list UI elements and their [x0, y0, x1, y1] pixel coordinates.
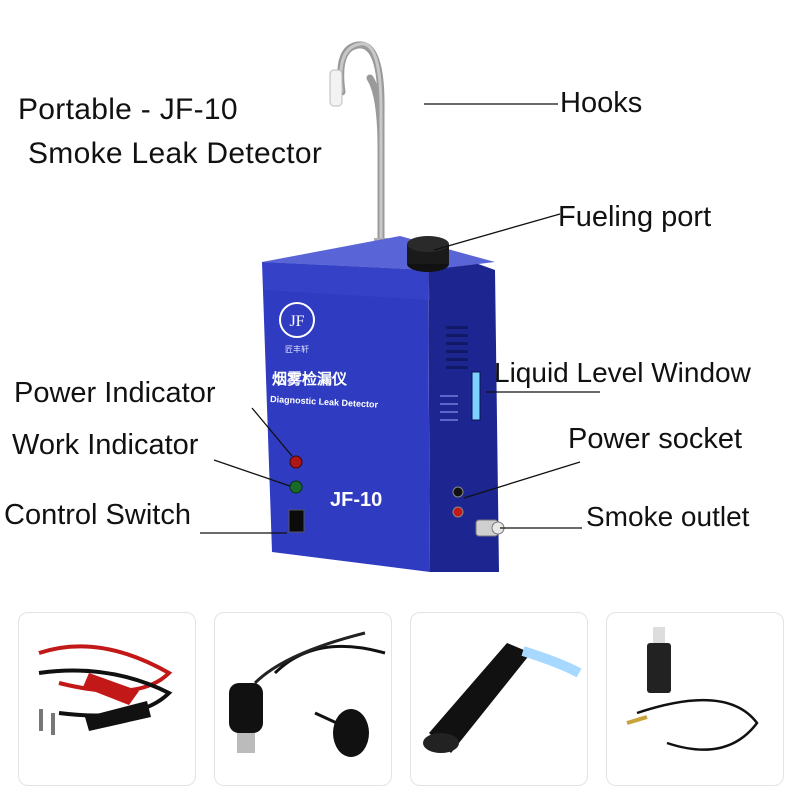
callout-control-switch: Control Switch — [4, 499, 191, 531]
accessory-hose-bulb — [214, 612, 392, 786]
product-title: Portable - JF-10 Smoke Leak Detector — [18, 88, 322, 176]
hose-bulb-icon — [229, 631, 386, 757]
callout-lines — [200, 103, 600, 534]
accessory-oil-bottle-hose — [606, 612, 784, 786]
oil-bottle-icon — [626, 627, 759, 751]
device-model: JF-10 — [330, 489, 382, 511]
device-logo-text: JF — [289, 313, 304, 330]
product-title-line2: Smoke Leak Detector — [28, 137, 323, 170]
product-scene: JF 匠丰轩 烟雾检漏仪 Diagnostic Leak Detector JF… — [200, 41, 600, 572]
callout-smoke-outlet: Smoke outlet — [586, 501, 750, 532]
detector-box — [262, 236, 505, 572]
hook — [329, 41, 388, 262]
callout-fueling-port: Fueling port — [558, 201, 712, 233]
accessory-cone — [410, 612, 588, 786]
battery-clamp-icon — [38, 644, 173, 735]
callout-liquid-level-window: Liquid Level Window — [494, 357, 751, 388]
device-chinese-title: 烟雾检漏仪 — [272, 370, 348, 388]
callout-power-indicator: Power Indicator — [14, 377, 216, 409]
product-title-line1: Portable - JF-10 — [18, 93, 238, 126]
device-brand-sub: 匠丰轩 — [285, 344, 309, 354]
callout-hooks: Hooks — [560, 87, 643, 119]
accessory-battery-clamps — [18, 612, 196, 786]
callout-power-socket: Power socket — [568, 423, 743, 455]
cone-icon — [423, 643, 582, 753]
callout-work-indicator: Work Indicator — [12, 429, 199, 461]
